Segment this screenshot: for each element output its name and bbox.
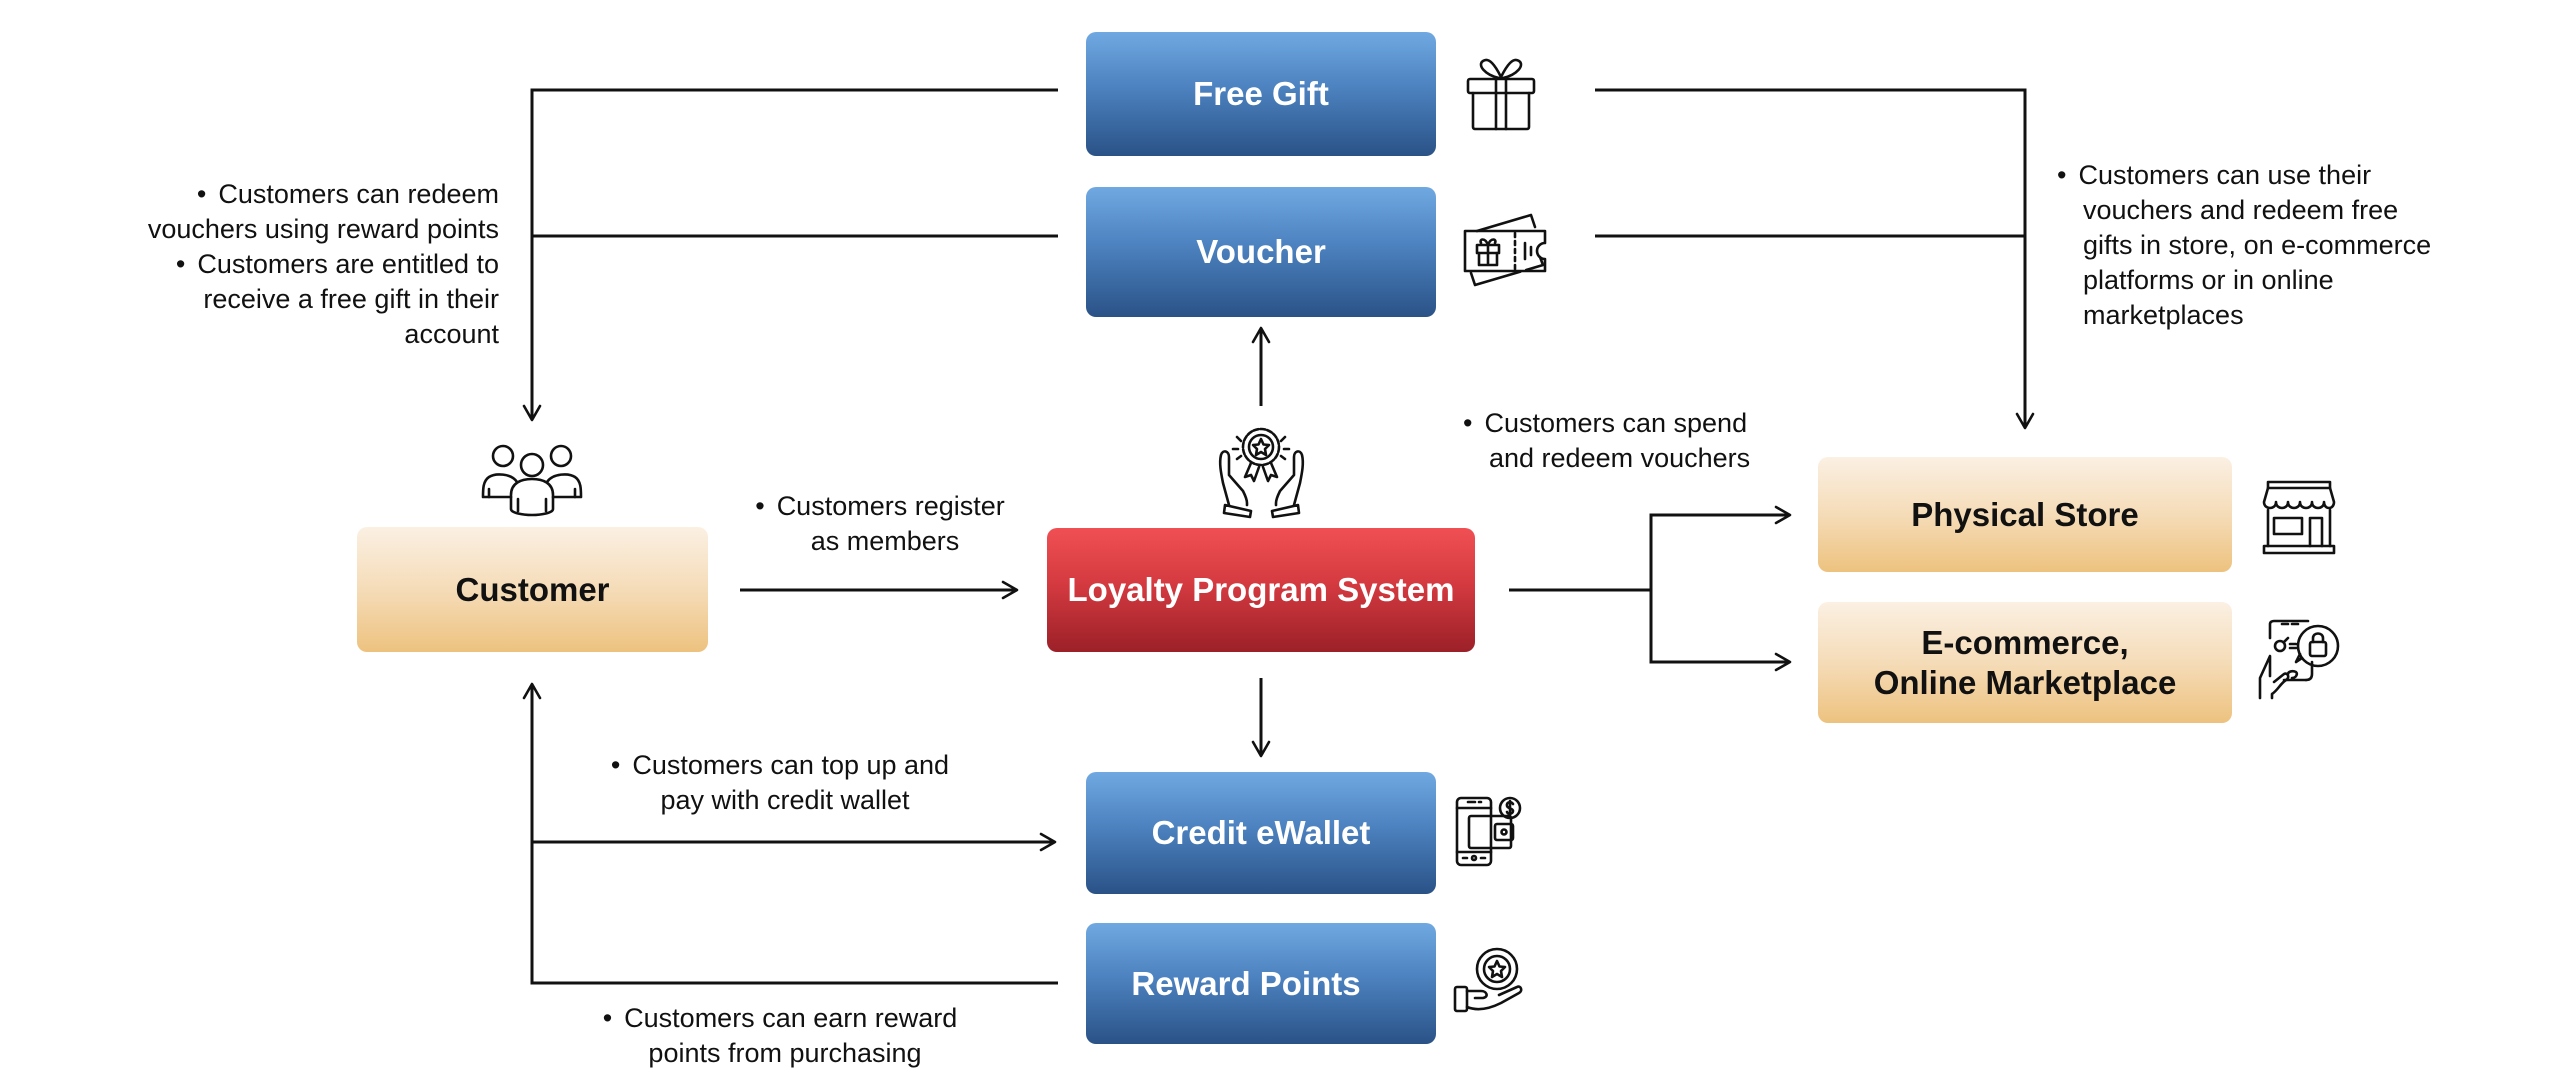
credit-ewallet-label: Credit eWallet [1151, 814, 1371, 851]
register-note: Customers register as members [735, 489, 1025, 559]
top-up-note: Customers can top up and pay with credit… [590, 748, 970, 818]
register-note-line: as members [810, 526, 960, 556]
free-gift-label: Free Gift [1193, 75, 1329, 112]
branch-to-physical-store-arrow [1649, 505, 1792, 590]
top-up-note-line: pay with credit wallet [660, 785, 910, 815]
register-note-line: Customers register [735, 489, 1025, 524]
redeem-note: Customers can redeem vouchers using rewa… [148, 177, 499, 352]
phone-wallet-dollar-icon [1455, 796, 1522, 867]
customer-node: Customer [357, 527, 708, 652]
gift-voucher-ticket-icon [1463, 213, 1549, 289]
free-gift-to-store-line [1595, 88, 2027, 236]
voucher-node: Voucher [1086, 187, 1436, 317]
hand-star-coin-icon [1453, 947, 1525, 1013]
redeem-note-line: Customers can redeem [148, 177, 499, 212]
earn-note: Customers can earn reward points from pu… [585, 1001, 975, 1071]
voucher-to-store-arrow [1595, 234, 2035, 430]
reward-points-to-customer-arrow [522, 682, 1058, 985]
use-vouchers-note-line: marketplaces [2083, 300, 2244, 330]
physical-store-label: Physical Store [1911, 495, 2139, 533]
credit-ewallet-node: Credit eWallet [1086, 772, 1436, 894]
phone-shopping-bag-icon [2258, 619, 2340, 700]
redeem-note-line: Customers are entitled to [148, 247, 499, 282]
earn-note-line: Customers can earn reward [585, 1001, 975, 1036]
use-vouchers-note-line: vouchers and redeem free [2083, 195, 2399, 225]
use-vouchers-note: Customers can use their vouchers and red… [2057, 158, 2431, 333]
earn-note-line: points from purchasing [648, 1038, 922, 1068]
group-people-icon [481, 444, 583, 517]
spend-note-line: and redeem vouchers [1489, 443, 1751, 473]
use-vouchers-note-line: platforms or in online [2083, 265, 2334, 295]
customer-label: Customer [455, 570, 610, 608]
voucher-label: Voucher [1196, 233, 1326, 270]
reward-points-node: Reward Points [1086, 923, 1436, 1044]
top-up-note-line: Customers can top up and [590, 748, 970, 783]
voucher-to-customer-arrow [522, 234, 1058, 422]
loyalty-program-node: Loyalty Program System [1047, 528, 1475, 652]
branch-to-ecommerce-arrow [1649, 590, 1792, 672]
reward-points-label: Reward Points [1131, 964, 1361, 1002]
ecommerce-label-line1: E-commerce, [1921, 623, 2129, 661]
storefront-icon [2262, 480, 2336, 555]
spend-note-line: Customers can spend [1463, 406, 1750, 441]
loyalty-program-label: Loyalty Program System [1067, 571, 1455, 608]
redeem-note-line: receive a free gift in their [203, 284, 499, 314]
physical-store-node: Physical Store [1818, 457, 2232, 572]
use-vouchers-note-line: gifts in store, on e-commerce [2083, 230, 2432, 260]
redeem-note-line: account [404, 319, 499, 349]
free-gift-to-customer-line [530, 88, 1058, 236]
ecommerce-label-line2: Online Marketplace [1873, 663, 2177, 701]
spend-note: Customers can spend and redeem vouchers [1463, 406, 1750, 476]
redeem-note-line: vouchers using reward points [147, 214, 499, 244]
gift-box-icon [1465, 55, 1537, 131]
use-vouchers-note-line: Customers can use their [2057, 158, 2431, 193]
ecommerce-node: E-commerce, Online Marketplace [1818, 602, 2232, 723]
hands-award-badge-icon [1215, 425, 1308, 519]
free-gift-node: Free Gift [1086, 32, 1436, 156]
